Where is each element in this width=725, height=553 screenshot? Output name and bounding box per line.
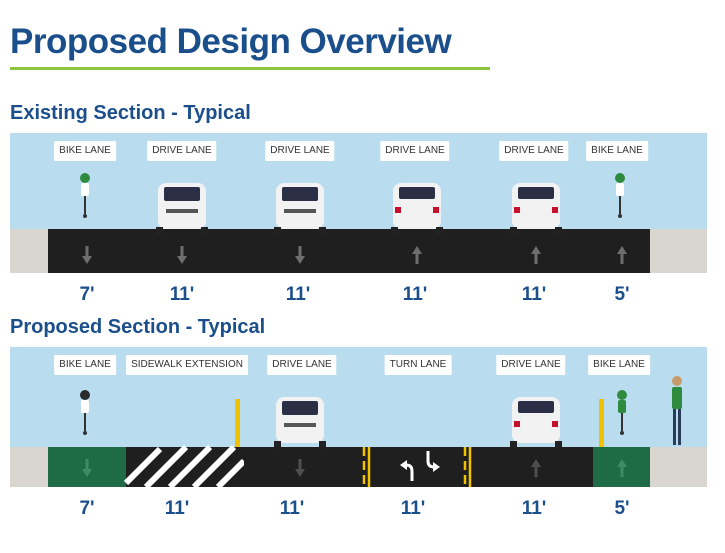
lane-width: 11' <box>400 498 426 519</box>
lane-width: 7' <box>79 498 95 519</box>
down-arrows <box>82 459 305 477</box>
existing-cross-section: BIKE LANE DRIVE LANE DRIVE LANE DRIVE LA… <box>10 133 707 273</box>
bollard-icon <box>235 399 240 447</box>
lane-width: 11' <box>521 498 547 519</box>
lane-width: 5' <box>614 284 630 305</box>
lane-label: BIKE LANE <box>586 141 648 161</box>
lane-width: 11' <box>169 284 195 305</box>
hatch-markings <box>123 444 247 487</box>
car-rear-icon <box>510 397 562 449</box>
bollard-icon <box>599 399 604 447</box>
lane-width: 11' <box>402 284 428 305</box>
up-arrows <box>412 246 627 264</box>
lane-label: DRIVE LANE <box>380 141 450 161</box>
lane-width: 11' <box>285 284 311 305</box>
lane-label: BIKE LANE <box>54 355 116 375</box>
lane-width: 7' <box>79 284 95 305</box>
pedestrian-icon <box>672 376 682 445</box>
cyclist-icon <box>617 390 627 435</box>
lane-label: DRIVE LANE <box>499 141 569 161</box>
page-title: Proposed Design Overview <box>10 22 452 61</box>
title-underline <box>10 67 490 70</box>
up-arrows <box>531 459 627 477</box>
lane-width: 5' <box>614 498 630 519</box>
car-front-icon <box>156 183 208 235</box>
road-surface <box>48 229 650 273</box>
down-arrows <box>82 246 305 264</box>
proposed-street-illustration <box>10 376 707 487</box>
lane-width: 11' <box>164 498 190 519</box>
cyclist-icon <box>80 173 90 218</box>
car-rear-icon <box>510 183 562 235</box>
lane-width: 11' <box>521 284 547 305</box>
cyclist-icon <box>615 173 625 218</box>
left-curb <box>10 447 48 487</box>
proposed-cross-section: BIKE LANE SIDEWALK EXTENSION DRIVE LANE … <box>10 347 707 487</box>
lane-label: SIDEWALK EXTENSION <box>126 355 248 375</box>
proposed-lane-widths: 7' 11' 11' 11' 11' 5' <box>10 498 707 524</box>
right-curb <box>650 447 707 487</box>
turn-lane-lines <box>362 447 472 487</box>
left-curb <box>10 229 48 273</box>
cyclist-icon <box>80 390 90 435</box>
car-front-icon <box>274 397 326 449</box>
turn-arrowheads <box>400 460 440 472</box>
lane-label: DRIVE LANE <box>496 355 566 375</box>
right-curb <box>650 229 707 273</box>
lane-label: DRIVE LANE <box>265 141 335 161</box>
lane-label: BIKE LANE <box>588 355 650 375</box>
car-front-icon <box>274 183 326 235</box>
existing-section-heading: Existing Section - Typical <box>10 102 251 124</box>
turn-arrows-icon <box>405 451 435 481</box>
lane-label: BIKE LANE <box>54 141 116 161</box>
lane-label: TURN LANE <box>384 355 452 375</box>
existing-lane-widths: 7' 11' 11' 11' 11' 5' <box>10 284 707 310</box>
car-rear-icon <box>391 183 443 235</box>
lane-label: DRIVE LANE <box>147 141 217 161</box>
lane-width: 11' <box>279 498 305 519</box>
lane-label: DRIVE LANE <box>267 355 337 375</box>
proposed-section-heading: Proposed Section - Typical <box>10 316 266 338</box>
existing-street-illustration <box>10 173 707 273</box>
